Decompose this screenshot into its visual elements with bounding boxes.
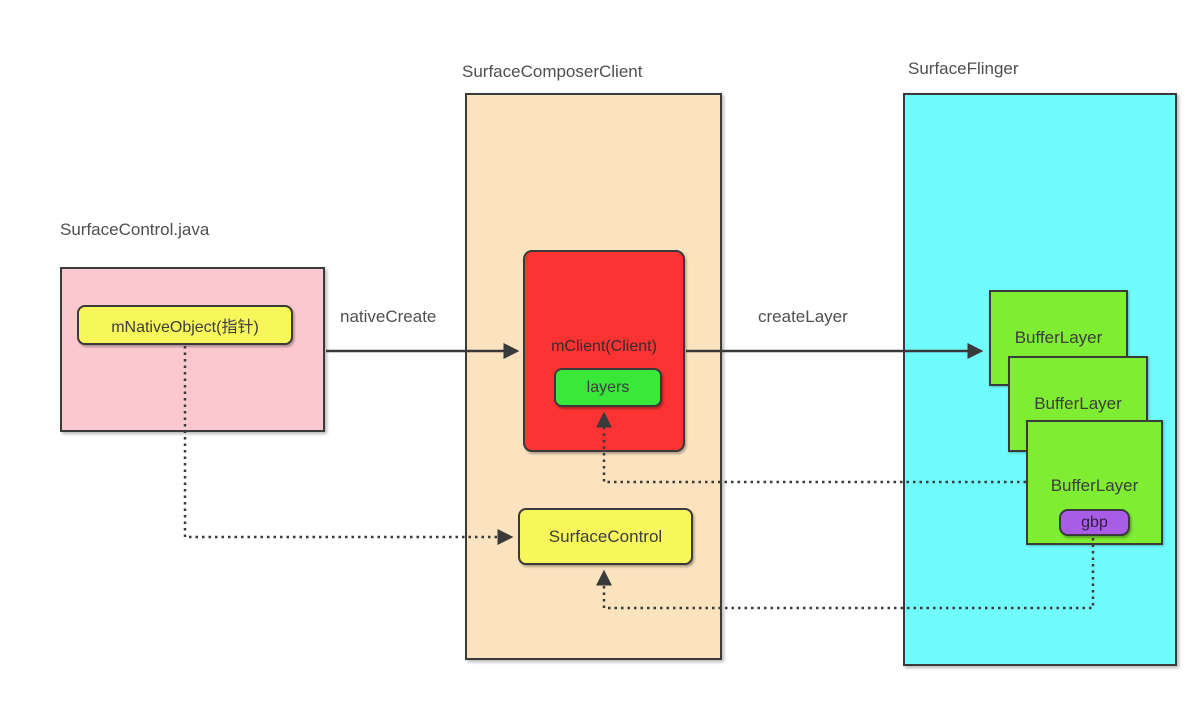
group-title-surfaceflinger: SurfaceFlinger: [908, 59, 1019, 78]
node-layers-label: layers: [586, 378, 630, 396]
node-bufferlayer-3-label: BufferLayer: [1050, 476, 1139, 495]
group-box-surfacecontrol-java: mNativeObject(指针): [60, 267, 325, 432]
group-title-surfacecontrol-java: SurfaceControl.java: [60, 220, 210, 239]
node-gbp-label: gbp: [1081, 513, 1108, 531]
node-bufferlayer-2-label: BufferLayer: [1034, 394, 1122, 413]
node-bufferlayer-1-label: BufferLayer: [1014, 328, 1103, 347]
node-mclient-label: mClient(Client): [551, 338, 657, 355]
node-mnativeobject: mNativeObject(指针): [77, 305, 293, 345]
node-mclient: mClient(Client) layers: [523, 250, 685, 452]
edge-label-createlayer: createLayer: [758, 307, 848, 326]
group-box-surfacecomposerclient: mClient(Client) layers SurfaceControl: [465, 93, 722, 660]
group-title-surfacecomposerclient: SurfaceComposerClient: [462, 62, 643, 81]
node-bufferlayer-3: BufferLayer gbp: [1026, 420, 1163, 545]
node-surfacecontrol: SurfaceControl: [518, 508, 693, 565]
group-box-surfaceflinger: BufferLayer BufferLayer BufferLayer gbp: [903, 93, 1177, 666]
node-gbp: gbp: [1059, 509, 1130, 536]
node-layers: layers: [554, 368, 662, 407]
node-surfacecontrol-label: SurfaceControl: [548, 526, 663, 546]
node-mnativeobject-label: mNativeObject(指针): [111, 319, 259, 336]
edge-label-nativecreate: nativeCreate: [340, 307, 437, 326]
